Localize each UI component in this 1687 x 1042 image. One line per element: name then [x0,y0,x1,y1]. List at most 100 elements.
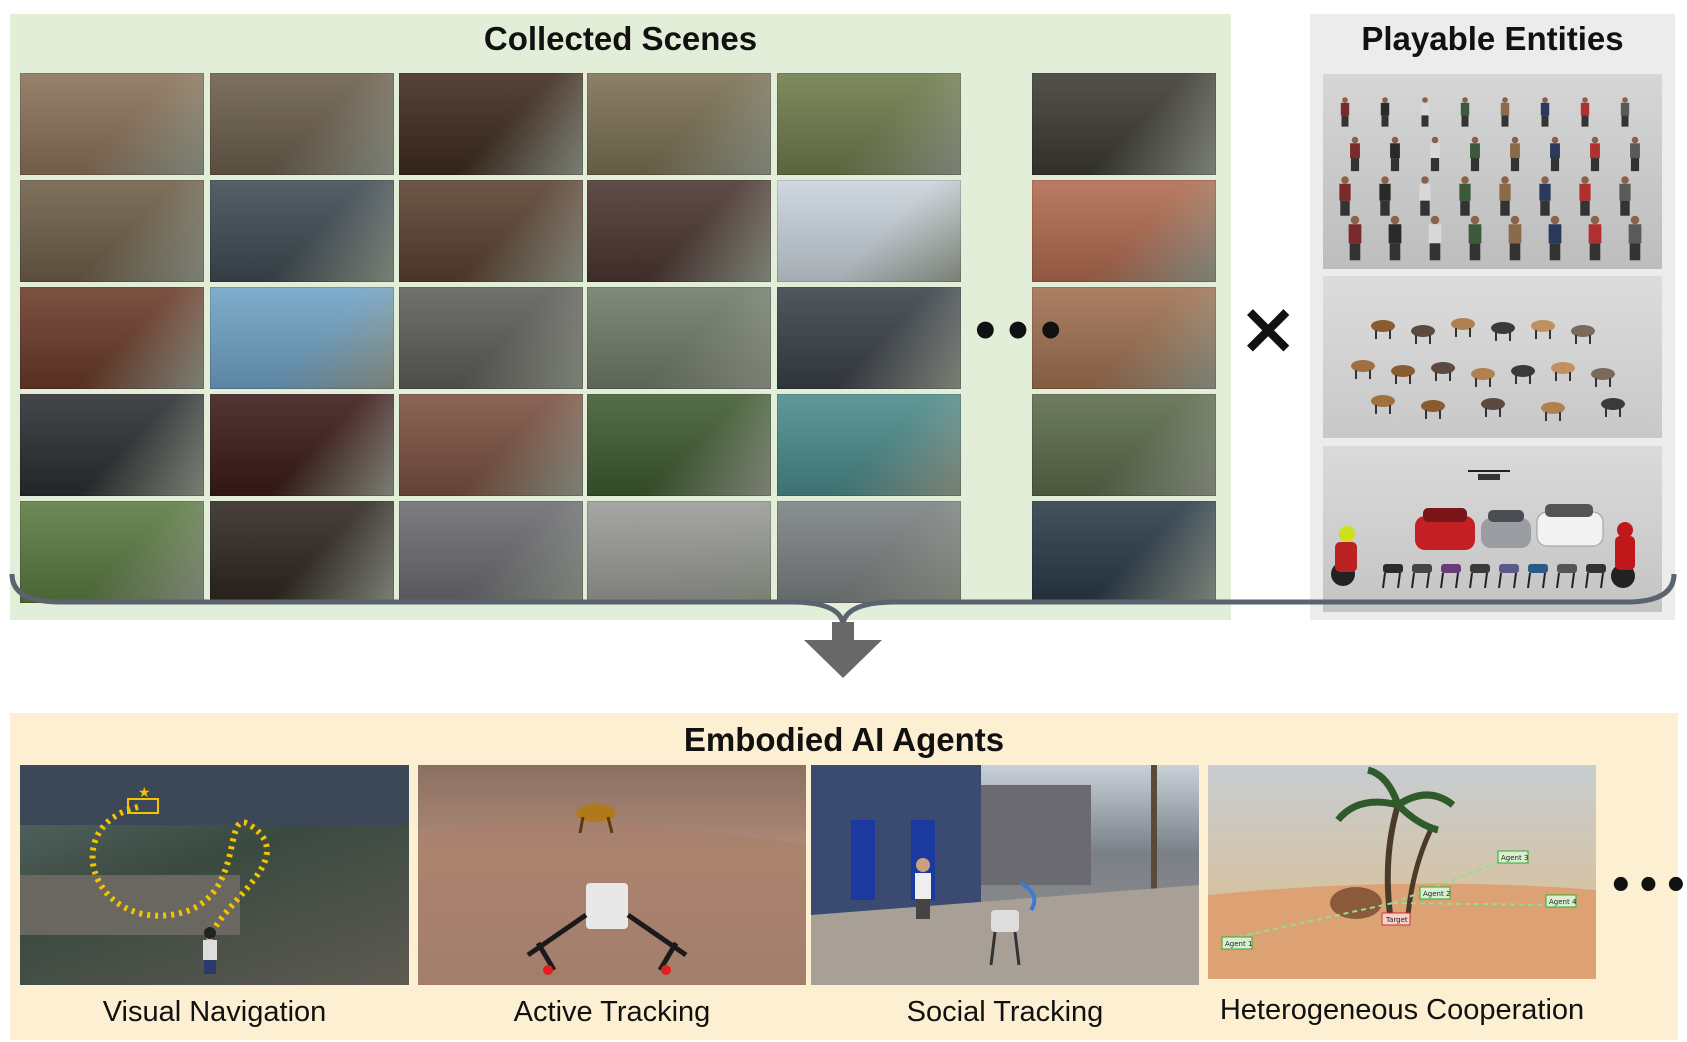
animal-figure [1371,395,1395,414]
scene-thumbnail [210,501,394,603]
human-figure [1348,215,1362,261]
human-figure [1419,176,1431,216]
human-figure [1548,215,1562,261]
down-arrow-icon [804,622,882,678]
human-figure [1339,176,1351,216]
animal-figure [1531,320,1555,339]
active-tracking-image [418,765,806,985]
social-tracking-image [811,765,1199,985]
collected-scenes-panel: Collected Scenes ••• [10,14,1231,620]
scene-thumbnail [777,180,961,282]
agent-3-label: Agent 3 [1497,850,1529,864]
collected-scenes-title: Collected Scenes [483,20,758,57]
human-figure [1619,176,1631,216]
quadruped-robot-icon [1382,564,1403,589]
merge-brace [9,573,1677,678]
animal-figure [1491,322,1515,341]
scene-thumbnail [777,73,961,175]
animal-figure [1471,368,1495,387]
svg-text:Agent 1: Agent 1 [1225,940,1252,948]
animal-figure [1391,365,1415,384]
animals-figures [1351,318,1625,421]
human-figure [1510,136,1520,172]
animal-figure [1351,360,1375,379]
scene-thumbnail [20,501,204,603]
scene-thumbnail [1032,394,1216,496]
visual-navigation-image: ★ [20,765,409,985]
scene-thumbnail [587,180,771,282]
human-figure [1470,136,1480,172]
svg-text:Target: Target [1385,916,1408,924]
agent-person-icon [203,927,217,974]
scene-thumbnail [20,287,204,389]
quadruped-robots [1382,564,1606,589]
heterogeneous-cooperation-image: Agent 1 Agent 2 Agent 3 Agent 4 Target [1208,765,1596,979]
humans-image [1323,74,1662,269]
motorcycle-right-icon [1611,522,1635,588]
tracked-animal-icon [576,804,616,834]
svg-text:Agent 3: Agent 3 [1501,854,1528,862]
scene-thumbnail [1032,73,1216,175]
animal-figure [1431,362,1455,381]
quadruped-robot-icon [1469,564,1490,589]
human-figure [1459,176,1471,216]
drone-tracker-icon [526,883,688,975]
human-figure [1379,176,1391,216]
quadruped-robot-icon [1498,564,1519,589]
human-figure [1420,97,1430,127]
scene-thumbnail [210,180,394,282]
car-red-icon [1415,508,1475,550]
car-white-icon [1536,504,1604,547]
human-figure [1539,176,1551,216]
animal-figure [1571,325,1595,344]
animal-figure [1601,398,1625,417]
quadruped-robot-icon [1440,564,1461,589]
social-tracking-caption: Social Tracking [906,996,1104,1028]
animal-figure [1371,320,1395,339]
scene-thumbnail [399,180,583,282]
scene-thumbnail [1032,180,1216,282]
scene-thumbnail [777,287,961,389]
heterogeneous-cooperation-caption: Heterogeneous Cooperation [1219,994,1585,1026]
motorcycle-left-icon [1331,526,1357,586]
animal-figure [1411,325,1435,344]
scene-thumbnail [399,287,583,389]
human-figure [1540,97,1550,127]
human-figure [1620,97,1630,127]
quadruped-robot-icon [1527,564,1548,589]
drone-icon [1468,470,1510,480]
agents-ellipsis: ••• [1608,863,1687,909]
human-figure [1468,215,1482,261]
scene-thumbnail [587,394,771,496]
active-tracking-caption: Active Tracking [513,996,711,1028]
scene-thumbnail [777,501,961,603]
human-figure [1630,136,1640,172]
scene-thumbnail [399,394,583,496]
scene-thumbnail [20,180,204,282]
visual-navigation-caption: Visual Navigation [102,996,327,1028]
quadruped-robot-icon [1585,564,1606,589]
human-figure [1380,97,1390,127]
human-figure [1500,97,1510,127]
scenes-ellipsis: ••• [970,304,1069,360]
target-label: Target [1381,912,1411,926]
scene-thumbnail [777,394,961,496]
pedestrian-icon [915,858,931,919]
star-icon: ★ [138,785,151,801]
human-figure [1628,215,1642,261]
svg-text:Agent 4: Agent 4 [1549,898,1577,906]
playable-entities-title: Playable Entities [1361,20,1624,57]
vehicles-image [1323,446,1662,612]
palm-tree-icon [1335,766,1456,916]
human-figure [1550,136,1560,172]
agent-1-label: Agent 1 [1221,936,1253,950]
animal-figure [1591,368,1615,387]
agent-2-label: Agent 2 [1419,886,1451,900]
human-figure [1588,215,1602,261]
scene-thumbnail [587,73,771,175]
scene-thumbnail [210,394,394,496]
times-operator: × [1238,286,1299,370]
humans-figures [1339,97,1642,261]
human-figure [1499,176,1511,216]
animal-figure [1481,398,1505,417]
